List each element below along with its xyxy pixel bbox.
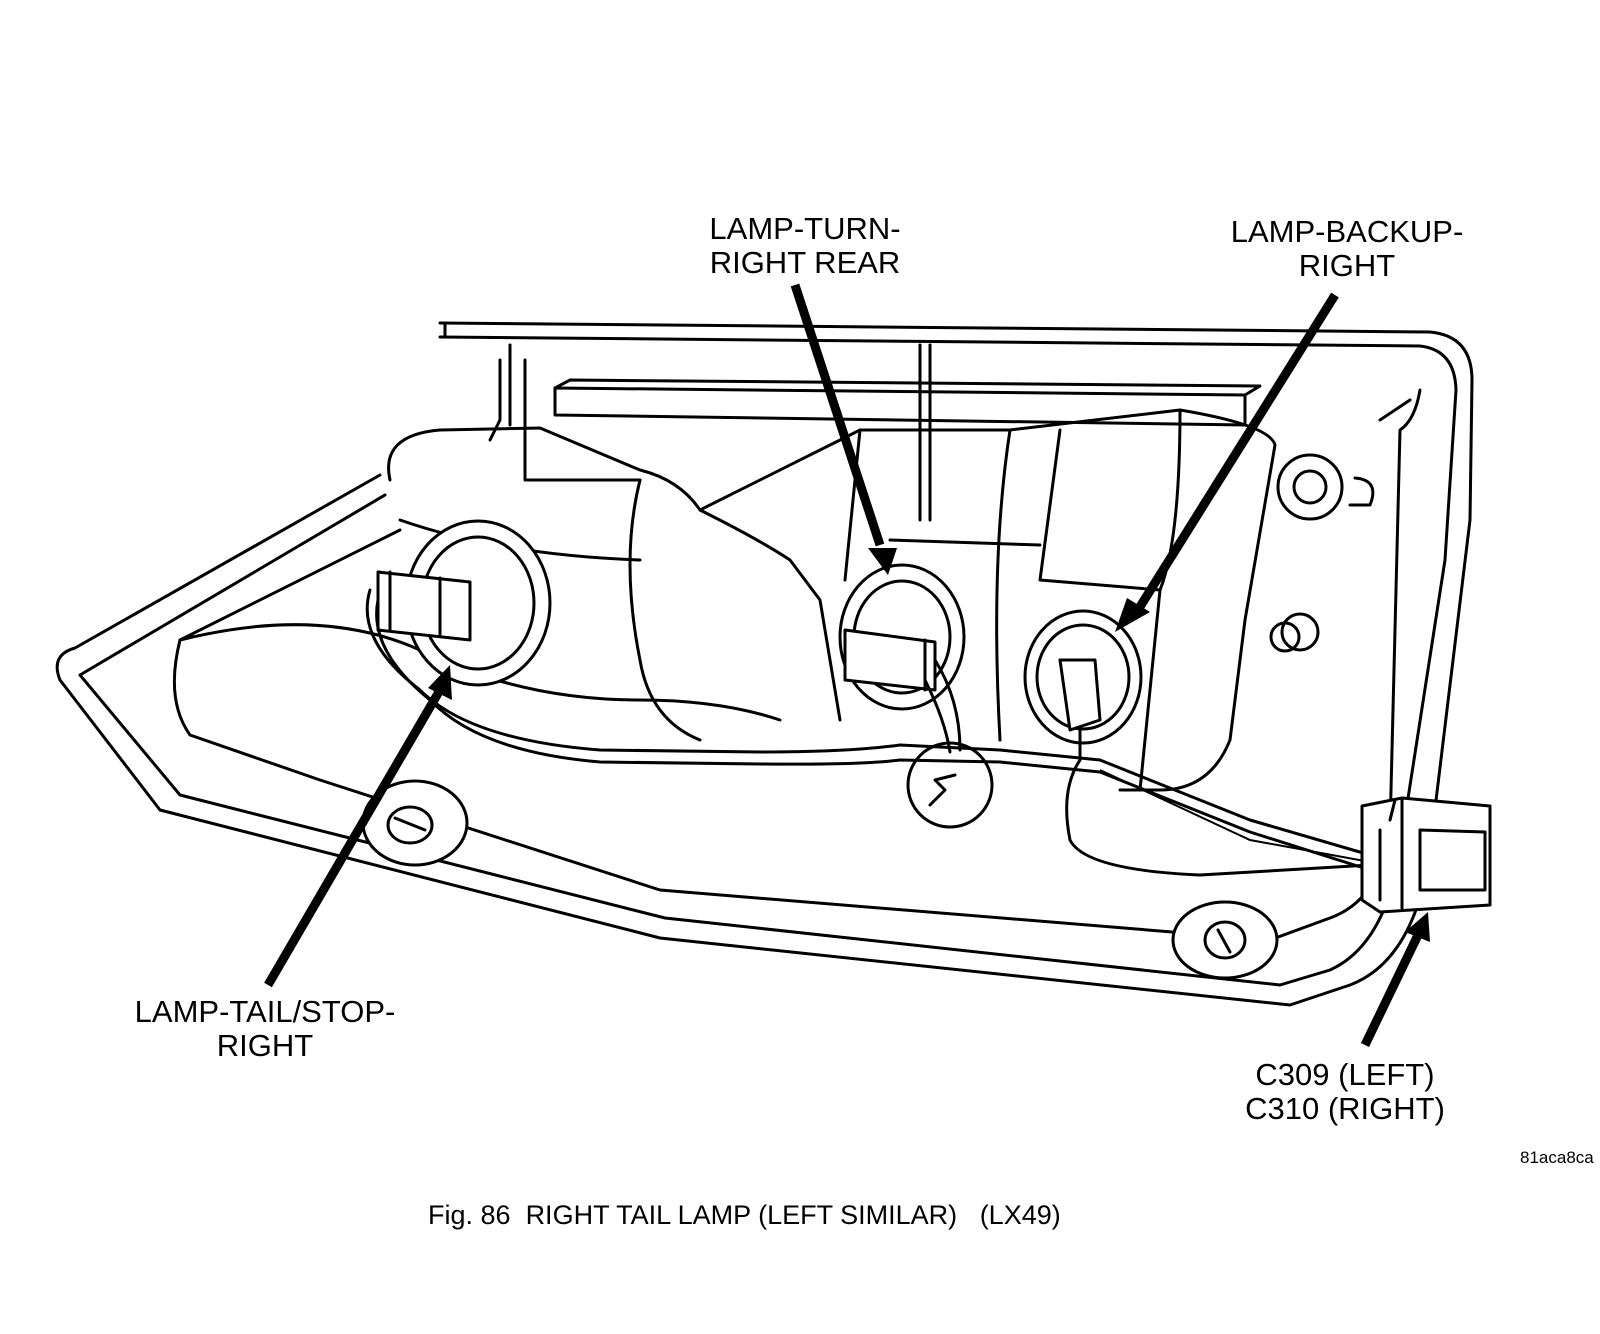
label-line: LAMP-BACKUP- <box>1230 214 1464 249</box>
figure-caption: Fig. 86 RIGHT TAIL LAMP (LEFT SIMILAR) (… <box>428 1200 1061 1231</box>
image-code: 81aca8ca <box>1520 1148 1594 1167</box>
leader-arrows <box>264 283 1430 1047</box>
label-line: RIGHT <box>216 1028 314 1063</box>
label-line: C309 (LEFT) <box>1255 1057 1435 1092</box>
reflector-body <box>178 408 1277 792</box>
label-line: C310 (RIGHT) <box>1245 1091 1445 1126</box>
lamp-housing <box>55 321 1474 1007</box>
label-line: RIGHT REAR <box>709 245 901 280</box>
harness-connector <box>1360 796 1492 914</box>
bulb-sockets <box>404 519 1143 745</box>
socket-plugs <box>376 570 1102 732</box>
label-lamp-backup-right: LAMP-BACKUP- RIGHT <box>1222 215 1472 283</box>
label-line: LAMP-TAIL/STOP- <box>134 994 396 1029</box>
mounting-studs <box>361 453 1375 980</box>
figure-title: RIGHT TAIL LAMP (LEFT SIMILAR) <box>525 1200 958 1230</box>
label-lamp-turn-right-rear: LAMP-TURN- RIGHT REAR <box>690 212 920 280</box>
figure-number: Fig. 86 <box>428 1200 511 1230</box>
label-line: LAMP-TURN- <box>709 211 901 246</box>
wiring-harness <box>365 588 1372 877</box>
label-connector-c309-c310: C309 (LEFT) C310 (RIGHT) <box>1240 1058 1450 1126</box>
top-bracket <box>488 343 1262 522</box>
label-lamp-tail-stop-right: LAMP-TAIL/STOP- RIGHT <box>130 995 400 1063</box>
label-line: RIGHT <box>1298 248 1396 283</box>
figure-code: (LX49) <box>979 1200 1061 1230</box>
